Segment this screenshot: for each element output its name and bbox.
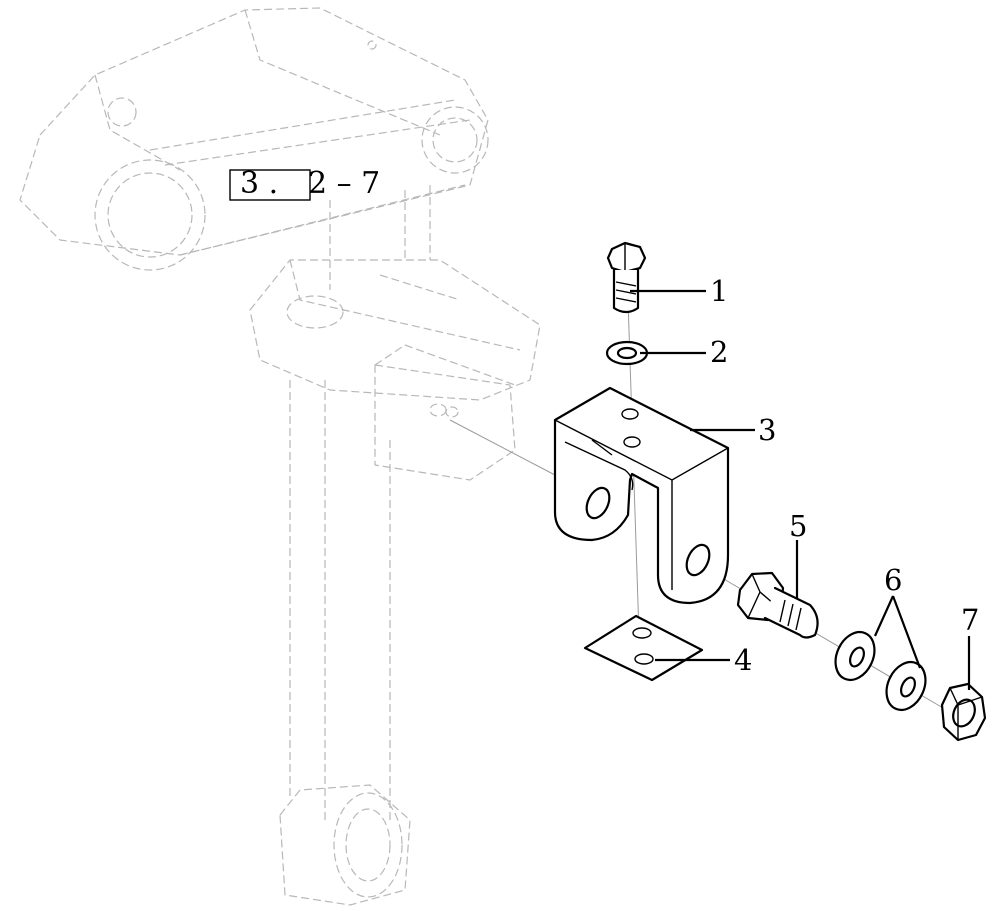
- plate-part-4: [583, 614, 704, 682]
- callout-5: 5: [789, 509, 807, 543]
- bolt-part-5: [736, 571, 819, 639]
- bolt-part-1: [606, 241, 647, 314]
- section-reference: 3 . 2 – 7: [229, 166, 380, 201]
- nut-part-7: [940, 682, 987, 742]
- bracket-part-3: [553, 386, 730, 605]
- callout-labels: 1 2 3 4 5 6 7: [710, 274, 979, 677]
- callout-1: 1: [710, 274, 728, 308]
- reference-box: [229, 169, 311, 201]
- callout-4: 4: [734, 643, 752, 677]
- callout-7: 7: [961, 603, 979, 637]
- callout-6: 6: [884, 563, 902, 597]
- washer-part-2: [605, 340, 649, 366]
- washers-part-6: [834, 630, 927, 712]
- callout-2: 2: [710, 335, 728, 369]
- reference-box-text: 3 .: [240, 166, 278, 201]
- leader-line-6: [873, 595, 922, 669]
- reference-tail-text: 2 – 7: [308, 166, 380, 201]
- callout-3: 3: [758, 413, 776, 447]
- leader-lines: [630, 289, 971, 690]
- ghost-assembly: [19, 7, 556, 906]
